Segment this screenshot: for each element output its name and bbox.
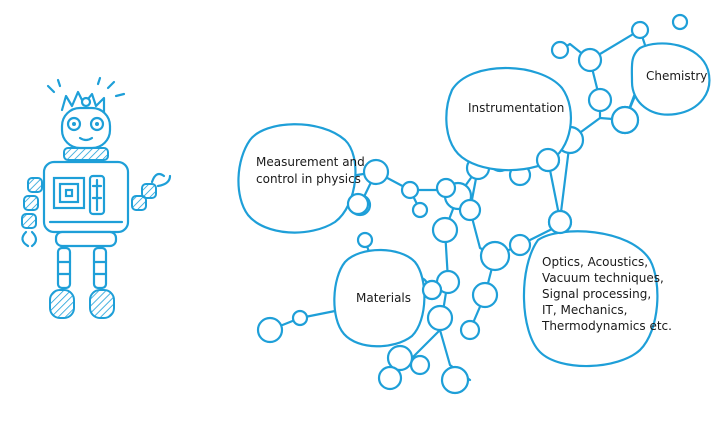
- node-materials-blob: [333, 248, 426, 348]
- node-other-blob: [522, 230, 659, 368]
- node-instrumentation-label: Instrumentation: [468, 101, 564, 115]
- node-chemistry-label: Chemistry: [646, 69, 707, 83]
- node-measurement-label: Measurement and control in physics: [256, 155, 369, 186]
- node-materials-label: Materials: [356, 291, 411, 305]
- node-chemistry-blob: [630, 42, 711, 116]
- node-measurement-blob: [237, 123, 357, 234]
- node-other-label: Optics, Acoustics, Vacuum techniques, Si…: [541, 255, 672, 333]
- robot-icon: [21, 76, 172, 319]
